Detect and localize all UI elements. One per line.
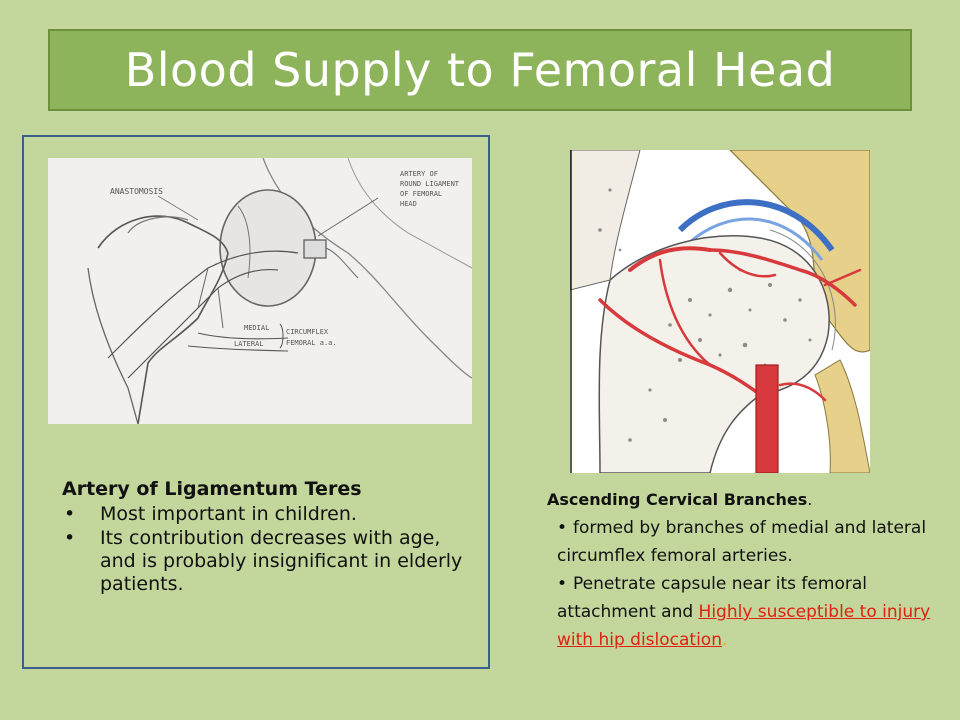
right-text-block: Ascending Cervical Branches. •formed by …	[547, 486, 937, 654]
hip-sketch-image: ANASTOMOSIS ARTERY OF ROUND LIGAMENT OF …	[48, 157, 473, 425]
label-lateral: LATERAL	[234, 340, 264, 348]
label-artery-line2: ROUND LIGAMENT	[400, 180, 460, 188]
label-artery-line4: HEAD	[400, 200, 417, 208]
right-heading: Ascending Cervical Branches.	[547, 486, 937, 514]
title-box: Blood Supply to Femoral Head	[48, 29, 912, 111]
slide-title: Blood Supply to Femoral Head	[124, 43, 836, 97]
right-bullet-text: Penetrate capsule near its femoral attac…	[557, 574, 867, 622]
left-bullet-item: • Most important in children.	[62, 503, 482, 526]
hip-sketch-drawing: ANASTOMOSIS ARTERY OF ROUND LIGAMENT OF …	[87, 157, 473, 425]
bullet-glyph: •	[64, 527, 76, 549]
dislocation-link[interactable]: Highly susceptible to injury with hip di…	[557, 602, 931, 650]
label-circumflex-line1: CIRCUMFLEX	[286, 328, 329, 336]
bullet-glyph: •	[557, 518, 568, 538]
bullet-glyph: •	[557, 574, 568, 594]
left-bullet-text: Most important in children.	[100, 503, 357, 525]
right-bullet-item: •Penetrate capsule near its femoral atta…	[547, 570, 937, 654]
left-heading: Artery of Ligamentum Teres	[62, 478, 362, 500]
label-artery-line3: OF FEMORAL	[400, 190, 442, 198]
right-heading-text: Ascending Cervical Branches	[547, 490, 808, 509]
left-bullet-list: • Most important in children. • Its cont…	[62, 503, 482, 596]
hip-anatomy-illustration	[569, 149, 871, 474]
left-text-block: Artery of Ligamentum Teres • Most import…	[62, 478, 482, 597]
right-bullet-end: .	[722, 630, 728, 650]
label-circumflex-line2: FEMORAL a.a.	[286, 339, 337, 347]
label-medial: MEDIAL	[244, 324, 269, 332]
label-artery-line1: ARTERY OF	[400, 170, 438, 178]
right-bullet-text: formed by branches of medial and lateral…	[557, 518, 927, 566]
label-anastomosis: ANASTOMOSIS	[110, 187, 163, 196]
right-bullet-item: •formed by branches of medial and latera…	[547, 514, 937, 570]
right-heading-period: .	[807, 490, 813, 509]
hip-anatomy-drawing	[569, 149, 871, 474]
left-bullet-item: • Its contribution decreases with age, a…	[62, 527, 482, 596]
left-bullet-text: Its contribution decreases with age, and…	[100, 527, 463, 595]
left-panel	[22, 135, 490, 669]
bullet-glyph: •	[64, 503, 76, 525]
